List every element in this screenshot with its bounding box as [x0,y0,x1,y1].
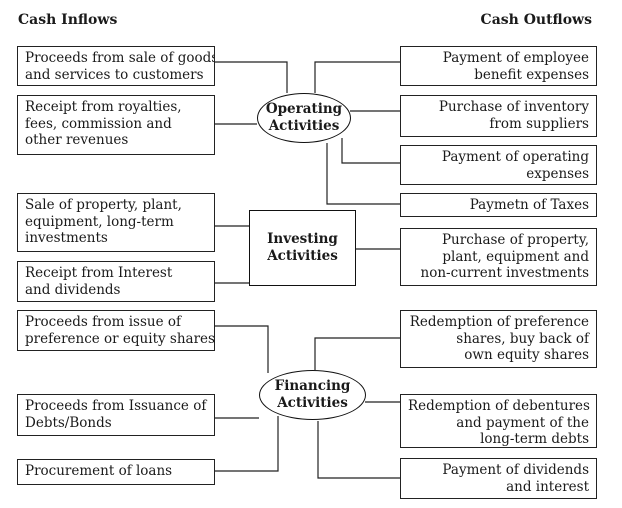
box-text-line: plant, equipment and [442,248,589,265]
node-label-line: Operating [265,101,343,117]
box-text-line: Payment of dividends [442,462,589,478]
box-text-line: Receipt from Interest [25,265,173,281]
inflow-box-procurement-of-loans: Procurement of loans [17,459,215,485]
cash-inflows-heading: Cash Inflows [18,12,118,28]
outflow-box-employee-benefits: Payment of employee benefit expenses [400,46,597,86]
box-text-line: and dividends [25,281,121,298]
box-text-line: Proceeds from Issuance of [25,398,207,414]
box-text-line: benefit expenses [474,66,589,83]
outflow-box-taxes: Paymetn of Taxes [400,193,597,217]
outflow-box-dividends-interest: Payment of dividends and interest [400,458,597,499]
box-text-line: Proceeds from sale of goods [25,50,215,66]
cash-outflows-heading: Cash Outflows [480,12,592,28]
box-text-line: own equity shares [464,347,589,363]
box-text-line: Payment of operating [441,149,589,165]
box-text-line: Redemption of preference [409,314,589,330]
inflow-box-interest-dividends: Receipt from Interest and dividends [17,261,215,302]
box-text-line: Payment of employee [442,50,589,66]
box-text-line: long-term debts [480,431,589,447]
outflow-box-redemption-preference: Redemption of preference shares, buy bac… [400,310,597,368]
box-text-line: and interest [506,478,589,495]
box-text-line: from suppliers [489,115,589,132]
box-text-line: Debts/Bonds [25,414,112,431]
box-text-line: non-current investments [420,265,589,281]
financing-activities-node: Financing Activities [259,370,366,420]
box-text-line: expenses [526,165,589,182]
box-text-line: Sale of property, plant, [25,197,182,213]
node-label-line: Investing [267,231,338,247]
node-label-line: Activities [268,118,340,134]
box-text-line: investments [25,230,108,246]
box-text-line: Purchase of property, [441,232,589,248]
box-text-line: Purchase of inventory [438,99,589,115]
box-text-line: and payment of the [456,414,589,431]
node-label-line: Activities [267,248,338,264]
box-text-line: equipment, long-term [25,213,174,230]
inflow-box-issue-of-shares: Proceeds from issue of preference or equ… [17,310,215,351]
inflow-box-sale-of-property: Sale of property, plant, equipment, long… [17,193,215,252]
inflow-box-issuance-of-debts: Proceeds from Issuance of Debts/Bonds [17,394,215,436]
box-text-line: Receipt from royalties, [25,99,182,115]
outflow-box-purchase-inventory: Purchase of inventory from suppliers [400,95,597,137]
box-text-line: Proceeds from issue of [25,314,182,330]
inflow-box-sale-of-goods: Proceeds from sale of goods and services… [17,46,215,86]
box-text-line: Redemption of debentures [408,398,590,414]
outflow-box-redemption-debentures: Redemption of debentures and payment of … [400,394,597,448]
node-label-line: Activities [277,395,348,411]
operating-activities-node: Operating Activities [257,93,351,143]
inflow-box-royalties: Receipt from royalties, fees, commission… [17,95,215,155]
investing-activities-node: Investing Activities [249,210,356,286]
box-text-line: Procurement of loans [25,463,173,479]
box-text-line: preference or equity shares [25,330,215,347]
box-text-line: and services to customers [25,66,204,83]
box-text-line: fees, commission and [25,115,172,132]
box-text-line: shares, buy back of [456,330,589,347]
node-label-line: Financing [274,378,351,394]
outflow-box-operating-expenses: Payment of operating expenses [400,145,597,185]
outflow-box-purchase-property: Purchase of property, plant, equipment a… [400,228,597,286]
box-text-line: Paymetn of Taxes [469,197,589,213]
box-text-line: other revenues [25,132,129,148]
